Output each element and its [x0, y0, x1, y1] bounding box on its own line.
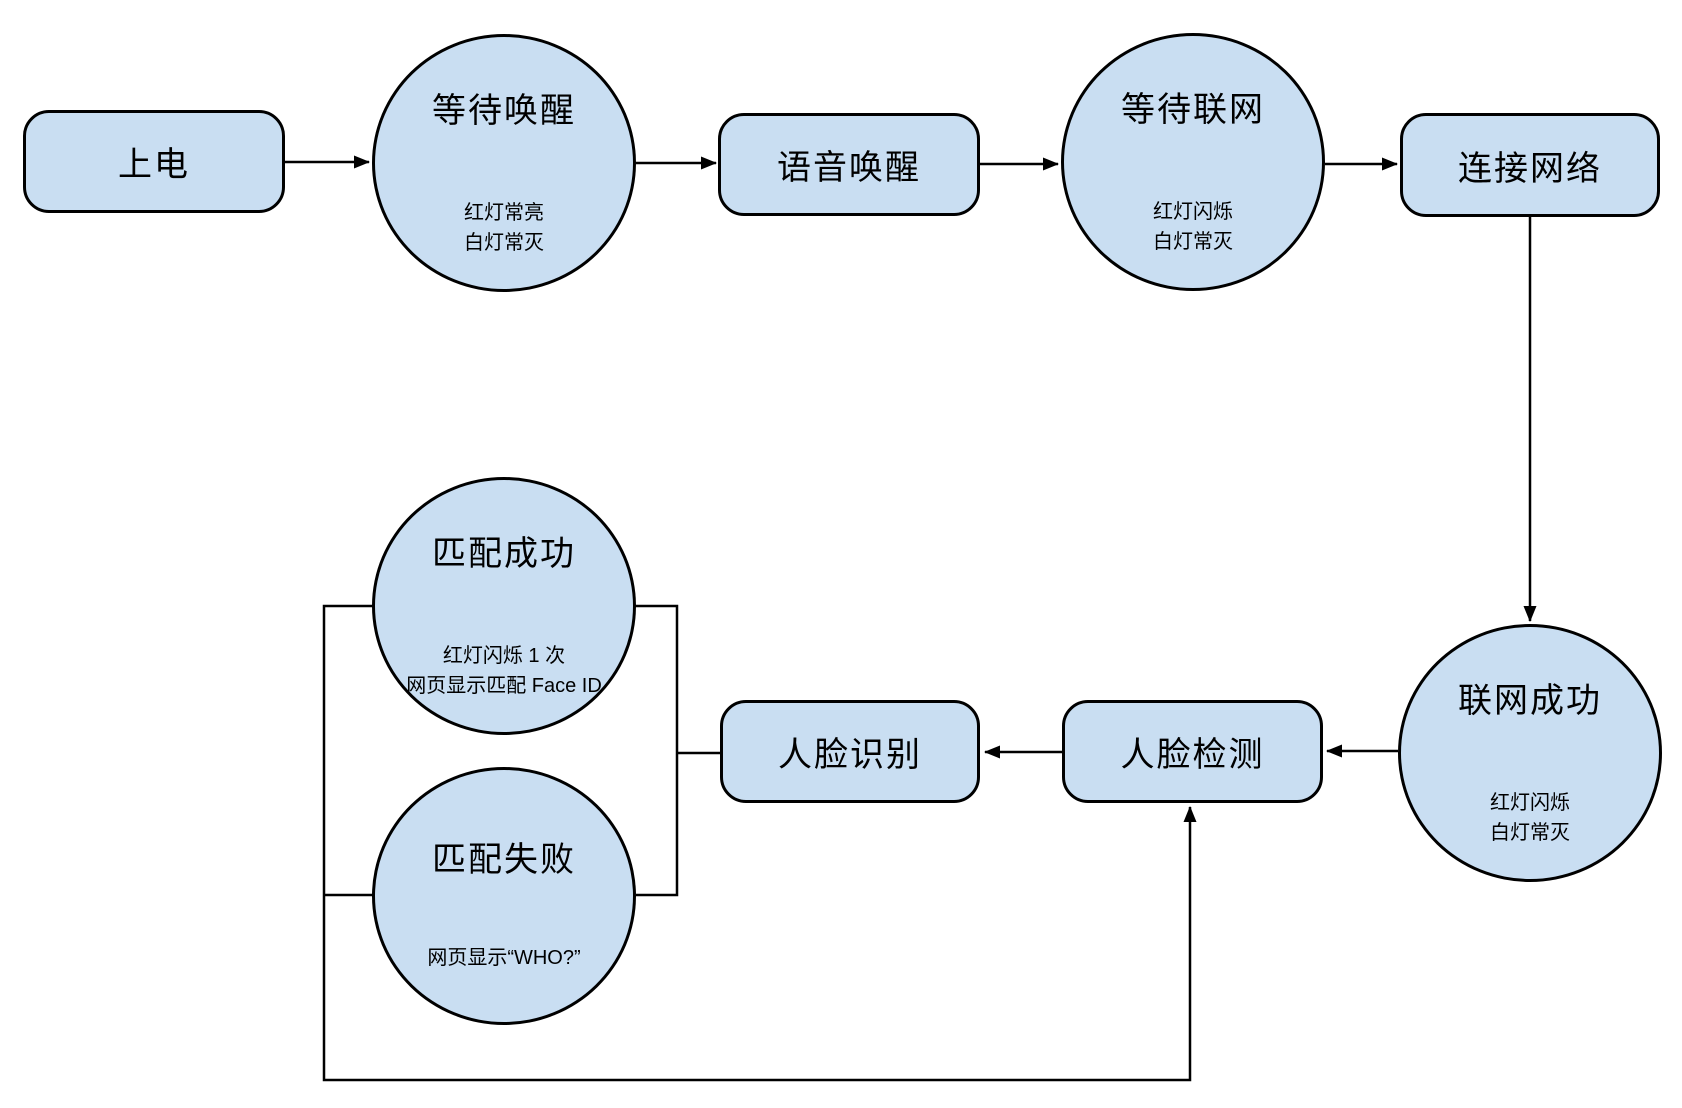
node-voice-wake: 语音唤醒 [718, 113, 980, 216]
node-power-on-label: 上电 [118, 146, 190, 184]
node-match-fail-status: 网页显示“WHO?” [375, 943, 633, 973]
node-wait-network-status: 红灯闪烁 白灯常灭 [1064, 197, 1322, 257]
node-wait-network-status-line1: 红灯闪烁 [1153, 201, 1233, 223]
node-match-success-status: 红灯闪烁 1 次 网页显示匹配 Face ID [375, 641, 633, 701]
node-face-detection-label: 人脸检测 [1120, 736, 1265, 774]
node-wait-wake-title: 等待唤醒 [432, 92, 576, 130]
connector-face-recognition-branch-rail [635, 604, 720, 897]
node-voice-wake-label: 语音唤醒 [777, 149, 921, 187]
node-wait-wake-status-line1: 红灯常亮 [464, 202, 544, 224]
node-network-success-status: 红灯闪烁 白灯常灭 [1401, 788, 1659, 848]
node-match-success-status-line2: 网页显示匹配 Face ID [406, 675, 602, 697]
node-wait-network-status-line2: 白灯常灭 [1153, 231, 1233, 253]
node-face-recognition: 人脸识别 [720, 700, 980, 803]
node-wait-wake-status-line2: 白灯常灭 [464, 232, 544, 254]
node-face-detection: 人脸检测 [1062, 700, 1323, 803]
node-wait-wake-status: 红灯常亮 白灯常灭 [375, 198, 633, 258]
node-network-success-status-line1: 红灯闪烁 [1490, 792, 1570, 814]
node-match-fail-status-line1: 网页显示“WHO?” [427, 947, 581, 969]
node-connect-network-label: 连接网络 [1458, 149, 1602, 188]
node-match-success: 匹配成功 红灯闪烁 1 次 网页显示匹配 Face ID [372, 477, 636, 735]
node-wait-network-title: 等待联网 [1121, 91, 1265, 129]
node-face-recognition-label: 人脸识别 [778, 736, 922, 774]
node-match-fail: 匹配失败 网页显示“WHO?” [372, 767, 636, 1025]
node-match-fail-title: 匹配失败 [432, 841, 576, 879]
node-wait-wake: 等待唤醒 红灯常亮 白灯常灭 [372, 34, 636, 292]
node-network-success: 联网成功 红灯闪烁 白灯常灭 [1398, 624, 1662, 882]
node-connect-network: 连接网络 [1400, 113, 1660, 217]
connector-loop-back-to-face-detection [322, 604, 1197, 1082]
node-power-on: 上电 [23, 110, 285, 213]
node-match-success-status-line1: 红灯闪烁 1 次 [442, 645, 566, 667]
node-network-success-title: 联网成功 [1458, 682, 1602, 720]
node-network-success-status-line2: 白灯常灭 [1490, 822, 1570, 844]
node-wait-network: 等待联网 红灯闪烁 白灯常灭 [1061, 33, 1325, 291]
node-match-success-title: 匹配成功 [432, 535, 576, 573]
